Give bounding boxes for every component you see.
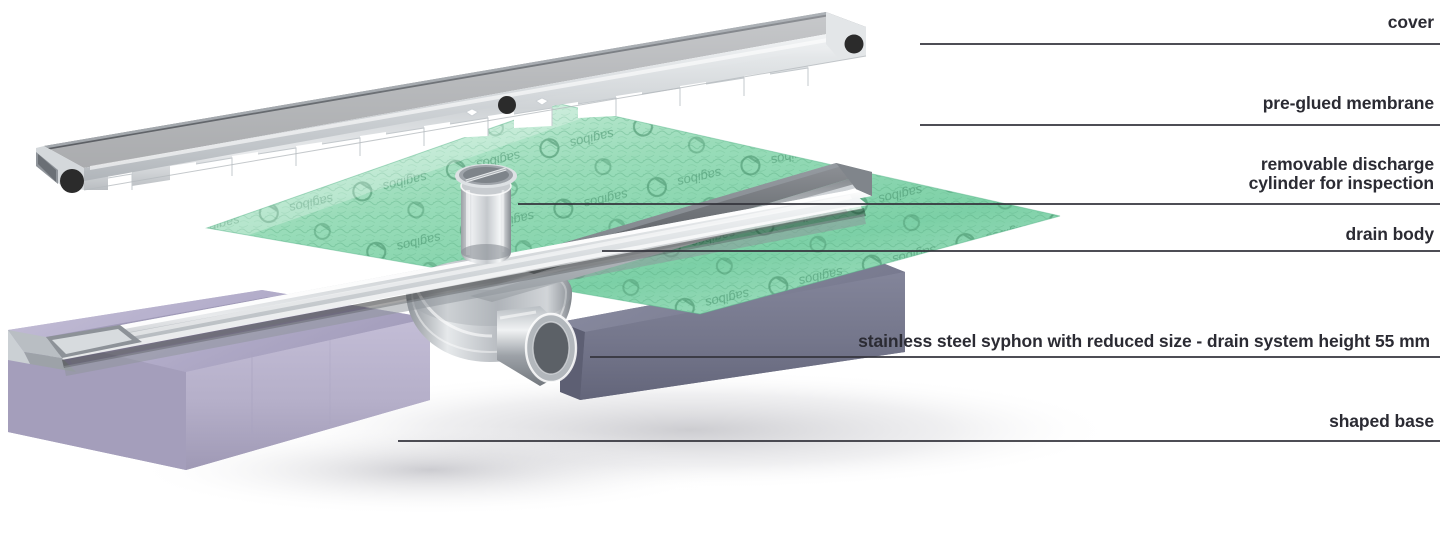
drain-body	[8, 163, 872, 376]
callout-label-stainless-steel-syphon: stainless steel syphon with reduced size…	[858, 331, 1430, 351]
rubber-foot	[844, 34, 864, 54]
removable-discharge-cylinder	[455, 164, 517, 264]
rubber-foot	[60, 169, 84, 193]
leader-lines	[398, 43, 1440, 442]
cover-hole	[498, 96, 516, 114]
callout-label-shaped-base: shaped base	[1329, 411, 1434, 431]
callout-label-pre-glued-membrane: pre-glued membrane	[1262, 93, 1434, 113]
callout-label-removable-discharge-cylinder: removable discharge cylinder for inspect…	[1248, 154, 1434, 193]
cover	[36, 12, 867, 193]
callout-label-drain-body: drain body	[1345, 224, 1435, 244]
cover-hole	[465, 108, 479, 117]
floor-shadow-secondary	[130, 424, 730, 516]
callout-label-cover: cover	[1387, 12, 1434, 32]
cover-hole	[535, 97, 549, 106]
